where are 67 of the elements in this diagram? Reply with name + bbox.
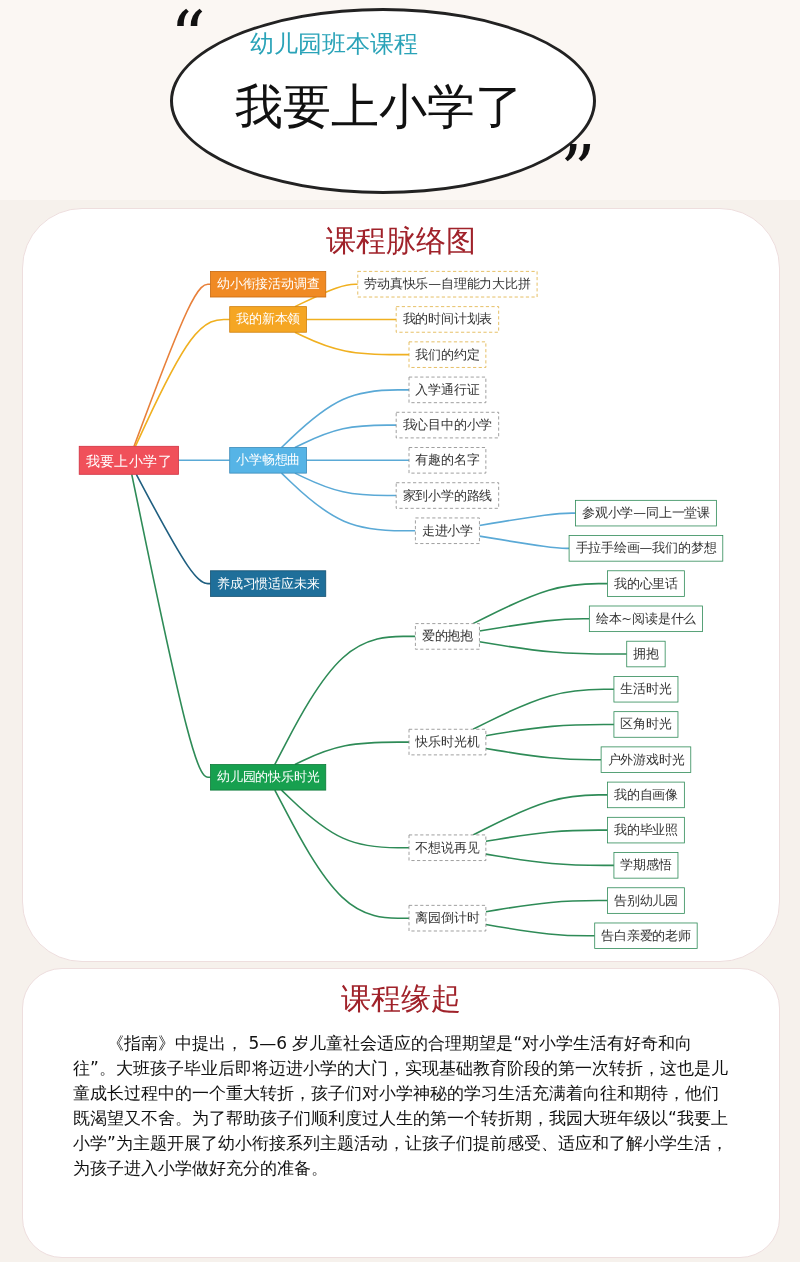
connector (133, 283, 212, 448)
node-box (613, 676, 679, 703)
node-box (594, 922, 698, 949)
node-box (395, 411, 500, 439)
node-box (415, 517, 480, 544)
connector (294, 472, 397, 497)
connector (485, 899, 609, 913)
section-heading: 课程脉络图 (325, 222, 477, 260)
connector (485, 747, 602, 761)
node-box (210, 271, 327, 298)
node-box (415, 623, 480, 650)
subtitle: 幼儿园班本课程 (250, 29, 418, 60)
connector (478, 535, 570, 550)
connector (478, 512, 577, 527)
connector (135, 473, 212, 585)
connector (134, 318, 231, 448)
node-box (613, 711, 679, 738)
node-box (229, 447, 307, 474)
node-box (408, 728, 487, 756)
node-box (229, 306, 307, 333)
title: 我要上小学了 (235, 77, 523, 136)
connector (177, 459, 231, 462)
node-box (408, 376, 487, 404)
quote-mark: “ (170, 0, 206, 77)
node-box (78, 445, 179, 475)
node-box (408, 834, 487, 861)
node-box (607, 781, 685, 809)
connector (294, 424, 397, 449)
node-box (613, 852, 679, 879)
connector (280, 472, 417, 532)
card-background: 课程脉络图 我要上小学了 幼小衔接活动调查 我的新本领 劳动真快乐—自理能力大比拼 我的时间计划表 我们的约定 小学畅想曲 入学通行证 我心目中的小学 有趣的名字 家到小学的路线 走进小学 参观小学—同上一堂课 手拉手绘画—我们的梦想 养成习惯适应未来 幼儿园的快乐时光 爱的抱抱 我的心里话 绘本~阅读是什么 拥抱 快乐时光机 生活时光 区角时光 户外游戏时光 不想说再见 我的自画像 我的毕业照 学期感悟 离园倒计时 告别幼儿园 告白亲爱的老师 (22, 208, 780, 962)
node-box (357, 271, 538, 298)
node-box (600, 746, 692, 773)
paragraph: 《指南》中提出， 5—6 岁儿童社会适应的合理期望是“对小学生活有好奇和向往”。大班孩子毕业后即将迈进小学的大门，实现基础教育阶段的第一次转折，这也是儿童成长过程中的一个重大转折，孩子们对小学神秘的学习生活充满着向往和期待，他们既渴望又不舍。为了帮助孩子们顺利度过人生的第一个转折期，我园大班年级以“我要上小学”为主题开展了幼小衔接系列主题活动，让孩子们提前感受、适应和了解小学生活，为孩子进入小学做好充分的准备。 (73, 1032, 729, 1180)
connector (485, 923, 596, 937)
node-box (210, 570, 327, 597)
node-box (588, 605, 703, 632)
node-box (626, 640, 666, 668)
connector (130, 473, 212, 779)
connector (305, 459, 410, 462)
connector (294, 331, 410, 356)
node-box (568, 535, 724, 562)
node-box (395, 306, 500, 333)
section-heading: 课程缘起 (340, 980, 462, 1018)
connector (280, 789, 410, 849)
connector (294, 741, 410, 766)
node-box (607, 887, 685, 914)
connector (472, 794, 609, 836)
node-box (408, 447, 487, 474)
connector (305, 318, 397, 321)
connector (485, 723, 615, 737)
connector (485, 853, 615, 867)
connector (478, 640, 628, 655)
node-box (210, 764, 327, 791)
node-box (408, 341, 487, 368)
node-box (408, 904, 487, 932)
connector (478, 618, 591, 632)
node-box (395, 482, 500, 509)
connector (274, 635, 417, 766)
connector (472, 688, 615, 731)
connector (485, 829, 609, 843)
node-box (607, 570, 685, 597)
connector (280, 389, 410, 449)
node-box (575, 499, 717, 527)
connector (472, 582, 609, 625)
connector (274, 789, 410, 919)
node-box (607, 816, 685, 844)
